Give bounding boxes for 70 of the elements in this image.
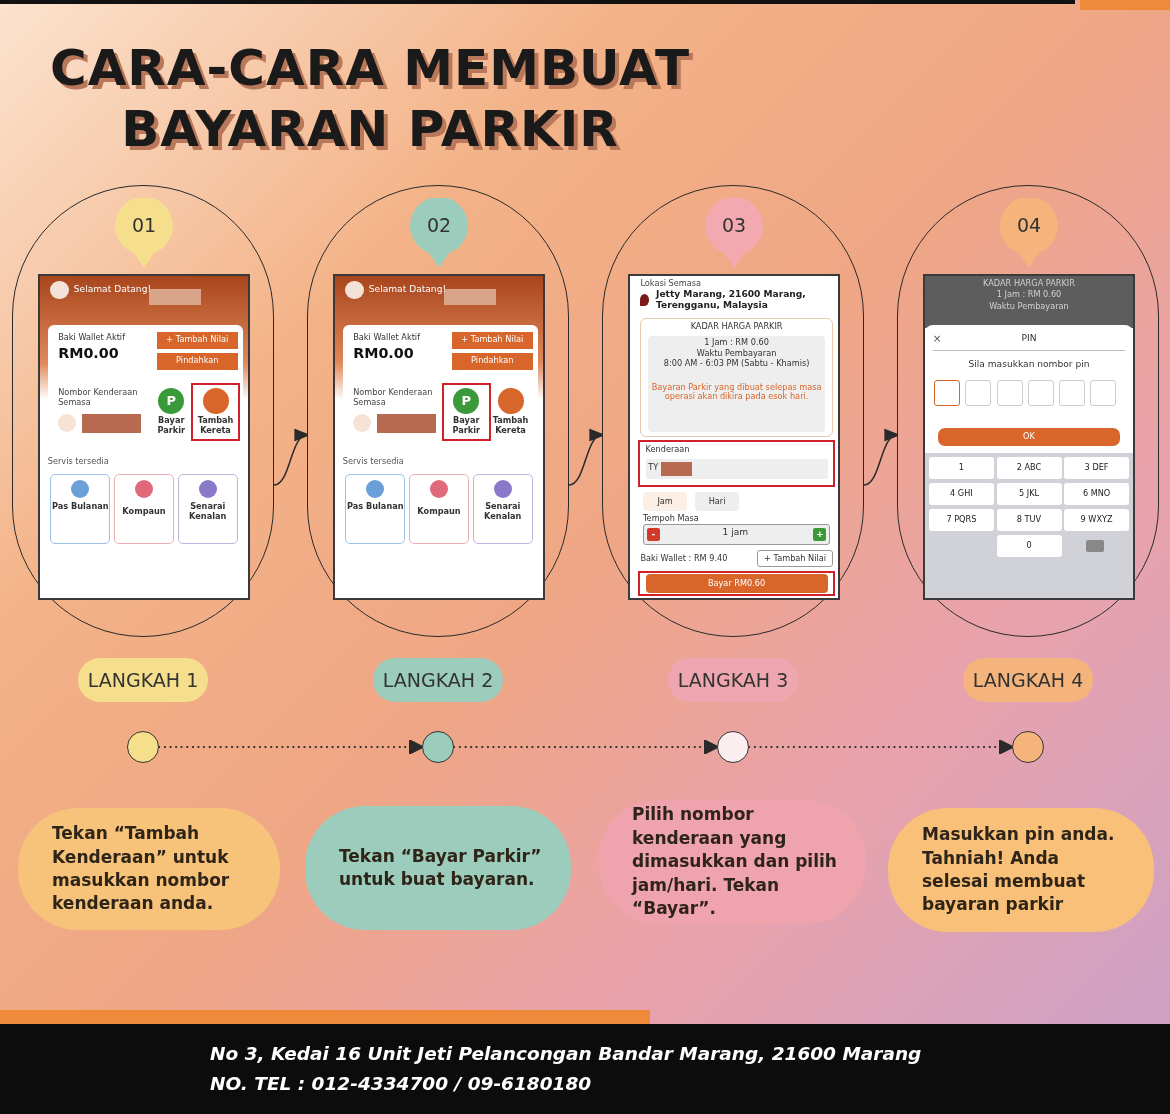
screen-text: Waktu Pembayaran xyxy=(988,302,1070,312)
timeline-dot xyxy=(422,731,454,763)
screen-text: Kenderaan xyxy=(645,445,691,455)
screen-text: Nombor Kenderaan Semasa xyxy=(58,387,139,408)
option-button: Hari xyxy=(695,491,740,512)
screen-text: Senarai Kenalan xyxy=(483,502,523,522)
screen-text: Kompaun xyxy=(121,507,167,518)
plus-button: + xyxy=(813,528,827,542)
screen-text: Bayaran Parkir yang dibuat selepas masa operasi akan dikira pada esok hari. xyxy=(650,382,823,403)
app-button: Bayar RM0.60 xyxy=(645,573,828,594)
option-button: Jam xyxy=(643,491,688,512)
step-number-badge: 01 xyxy=(115,198,173,268)
step-number-badge: 03 xyxy=(705,198,763,268)
screen-text: 1 Jam : RM 0.60 xyxy=(995,290,1063,301)
keypad-key: 9 WXYZ xyxy=(1064,508,1130,531)
screen-text: Senarai Kenalan xyxy=(188,502,228,522)
address-text: Jetty Marang, 21600 Marang, Terengganu, Malaysia xyxy=(656,289,807,311)
address-text: No 3, Kedai 16 Unit Jeti Pelancongan Bandar Marang, 21600 Marang xyxy=(210,1043,922,1064)
screen-text: Servis tersedia xyxy=(342,456,405,467)
screen-text: Tambah Kereta xyxy=(196,416,235,436)
instruction-bubble: Tekan “Bayar Parkir” untuk buat bayaran. xyxy=(305,806,571,930)
timeline-dot xyxy=(717,731,749,763)
screen-text: Bayar Parkir xyxy=(451,416,482,436)
timeline-dot xyxy=(127,731,159,763)
instruction-bubble: Pilih nombor kenderaan yang dimasukkan dan pilih jam/hari. Tekan “Bayar”. xyxy=(598,800,866,924)
screen-text: 1 Jam : RM 0.60 xyxy=(703,338,770,349)
screen-text: 1 jam xyxy=(721,526,750,538)
app-button: + Tambah Nilai xyxy=(757,550,833,568)
phone-screenshot xyxy=(628,274,840,600)
screen-text: Bayar Parkir xyxy=(156,416,187,436)
step-number-badge: 04 xyxy=(1000,198,1058,268)
screen-text: Baki Wallet Aktif xyxy=(58,333,127,343)
instruction-bubble: Masukkan pin anda. Tahniah! Anda selesai membuat bayaran parkir xyxy=(888,808,1154,932)
screen-text: KADAR HARGA PARKIR xyxy=(982,278,1076,289)
close-icon: × xyxy=(932,331,946,345)
screen-text: Pas Bulanan xyxy=(51,502,110,512)
step-label: LANGKAH 2 xyxy=(373,658,503,702)
screen-text: KADAR HARGA PARKIR xyxy=(689,321,784,332)
step-label: LANGKAH 3 xyxy=(668,658,798,702)
step-label: LANGKAH 4 xyxy=(963,658,1093,702)
phone-screenshot xyxy=(333,274,545,600)
screen-text: Baki Wallet Aktif xyxy=(353,333,422,343)
balance-amount: RM0.00 xyxy=(353,344,415,363)
step-label: LANGKAH 1 xyxy=(78,658,208,702)
screen-text: Tempoh Masa xyxy=(643,513,700,524)
timeline-dot xyxy=(1012,731,1044,763)
screen-text: Sila masukkan nombor pin xyxy=(967,359,1091,371)
screen-text: Tambah Kereta xyxy=(491,416,530,436)
phone-screenshot xyxy=(923,274,1135,600)
screen-text: Kompaun xyxy=(416,507,462,518)
greeting-text: Selamat Datang! xyxy=(368,283,447,295)
screen-text: PIN xyxy=(1020,333,1038,345)
screen-text: Waktu Pembayaran xyxy=(695,348,778,359)
keypad-key: 3 DEF xyxy=(1064,456,1130,479)
screen-text: Pas Bulanan xyxy=(346,502,405,512)
phone-number-text: NO. TEL : 012-4334700 / 09-6180180 xyxy=(210,1073,592,1094)
phone-screenshot xyxy=(38,274,250,600)
step-number-badge: 02 xyxy=(410,198,468,268)
balance-amount: RM0.00 xyxy=(58,344,120,363)
greeting-text: Selamat Datang! xyxy=(73,283,152,295)
screen-text: TY xyxy=(648,463,660,473)
screen-text: Nombor Kenderaan Semasa xyxy=(353,387,434,408)
keypad-key: 6 MNO xyxy=(1064,482,1130,505)
screen-text: Baki Wallet : RM 9.40 xyxy=(640,554,729,564)
title: CARA-CARA MEMBUAT BAYARAN PARKIR xyxy=(48,38,692,160)
app-button: OK xyxy=(938,428,1120,447)
screen-text: Lokasi Semasa xyxy=(640,278,702,289)
screen-text: Servis tersedia xyxy=(47,456,110,467)
screen-text: 8:00 AM - 6:03 PM (Sabtu - Khamis) xyxy=(662,359,811,369)
instruction-bubble: Tekan “Tambah Kenderaan” untuk masukkan nombor kenderaan anda. xyxy=(18,808,280,930)
